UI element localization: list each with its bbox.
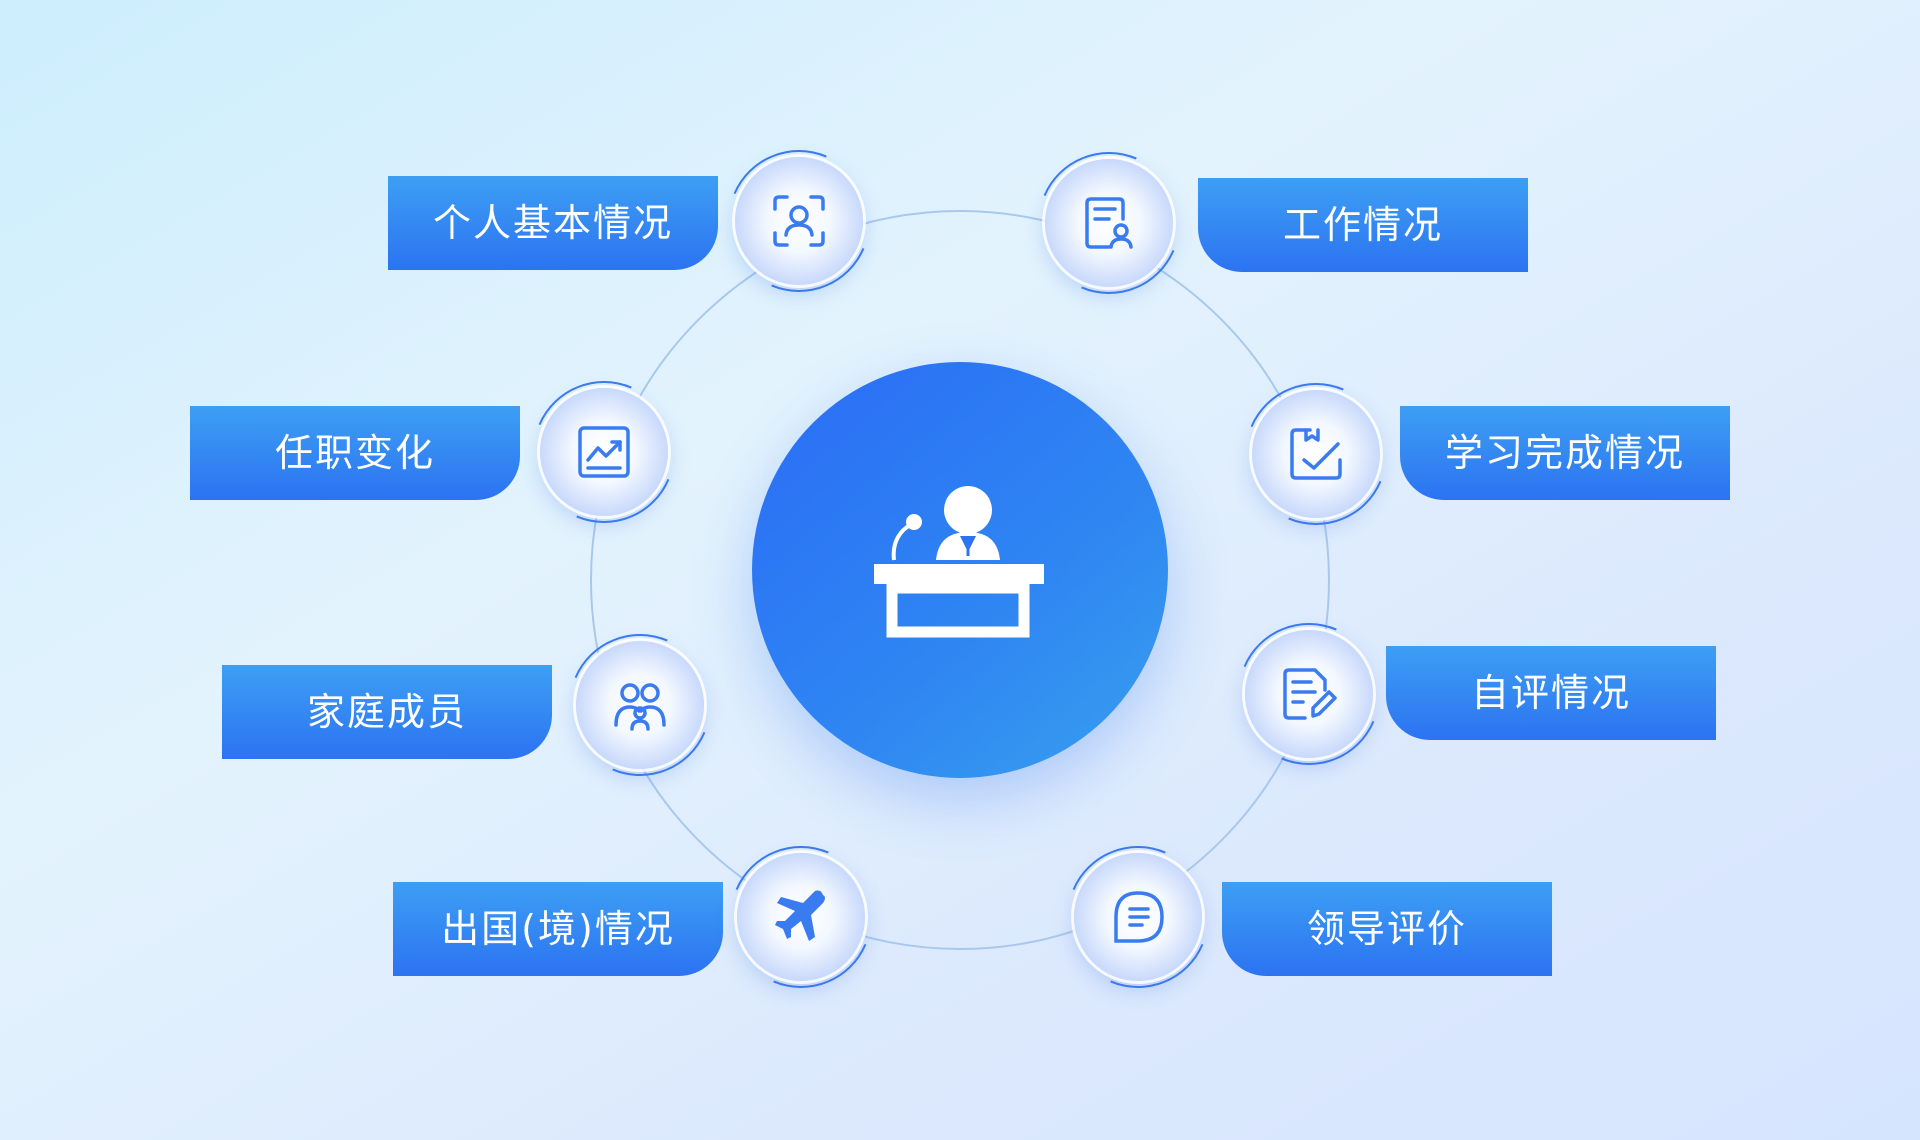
family-group-icon <box>614 683 666 731</box>
node-overseas-travel <box>737 853 865 981</box>
center-hub <box>752 362 1168 778</box>
node-position-change <box>540 388 668 516</box>
label-work-status: 工作情况 <box>1198 178 1528 272</box>
label-personal-info: 个人基本情况 <box>388 176 718 270</box>
user-scan-icon <box>773 195 825 247</box>
label-position-change: 任职变化 <box>190 406 520 500</box>
connector-ring <box>590 210 1330 950</box>
document-user-icon <box>1085 197 1133 249</box>
label-self-evaluation: 自评情况 <box>1386 646 1716 740</box>
node-study-completion <box>1252 390 1380 518</box>
podium-speaker-icon <box>874 486 1044 638</box>
node-leader-evaluation <box>1074 853 1202 981</box>
label-family-members: 家庭成员 <box>222 665 552 759</box>
node-family-members <box>576 641 704 769</box>
document-edit-icon <box>1283 668 1337 720</box>
check-task-icon <box>1290 428 1342 480</box>
label-study-completion: 学习完成情况 <box>1400 406 1730 500</box>
airplane-icon <box>775 890 825 941</box>
node-personal-info <box>735 157 863 285</box>
node-work-status <box>1045 159 1173 287</box>
comment-list-icon <box>1114 891 1164 943</box>
label-leader-evaluation: 领导评价 <box>1222 882 1552 976</box>
trend-chart-icon <box>578 426 630 478</box>
label-overseas-travel: 出国(境)情况 <box>393 882 723 976</box>
node-self-evaluation <box>1245 630 1373 758</box>
